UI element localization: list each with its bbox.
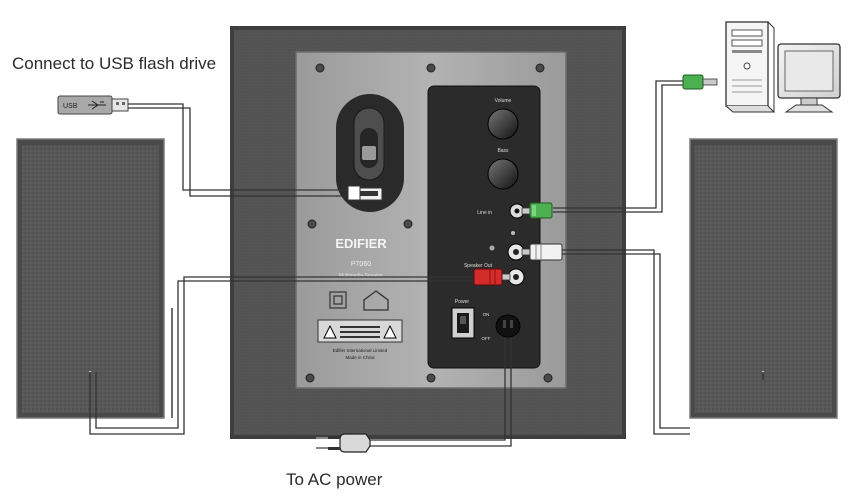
usb-symbol-icon [88,100,106,110]
screw [307,219,317,229]
bass-knob[interactable] [487,158,519,190]
panel-subtitle: Multimedia Speaker [339,273,384,279]
on-label: ON [483,312,490,317]
line-in-cable [553,80,683,209]
screw [426,373,436,383]
screw [535,63,545,73]
ac-inlet[interactable] [495,314,521,338]
indoor-use-icon [363,290,389,311]
usb-plug [347,185,361,201]
cables [89,80,690,447]
manufacturer-text: Edifier International Limited [333,348,388,353]
double-insulation-icon [329,291,347,309]
left-speaker [16,138,165,419]
pc-line-out-plug [682,74,718,90]
screw [426,63,436,73]
usb-cable [128,103,352,191]
screw [403,219,413,229]
speaker-out-label: Speaker Out [464,263,493,269]
usb-caption: Connect to USB flash drive [12,54,217,73]
speaker-out-left-plug [521,243,563,261]
right-speaker [689,138,838,419]
screw [543,373,553,383]
off-label: OFF [482,336,491,341]
ground-screw [489,245,495,251]
control-panel: Volume Bass Line in Speaker Out Power ON… [427,85,541,369]
bass-label: Bass [497,148,509,154]
monitor-icon [777,43,841,113]
usb-plug-text: USB [63,103,78,110]
screw [315,63,325,73]
usb-flash-drive-icon: USB [57,95,129,115]
made-in-text: Made in China [345,355,375,360]
brand-label: EDIFIER [335,236,387,251]
ac-power-caption: To AC power [286,470,383,489]
screw [305,373,315,383]
caution-triangle-icon [323,324,337,339]
line-in-plug [521,202,553,219]
model-label: P7060 [351,261,371,268]
volume-knob[interactable] [487,108,519,140]
usb-port-housing [336,94,404,212]
ac-plug-icon [316,433,371,453]
ac-cable [370,338,506,441]
left-speaker-cable [89,276,475,435]
computer-tower-icon [725,21,776,113]
power-label: Power [455,299,470,305]
subwoofer: EDIFIER P7060 Multimedia Speaker Edifier… [230,26,626,439]
line-in-label: Line in [477,210,492,216]
power-led [511,231,515,235]
volume-label: Volume [495,98,512,104]
speaker-out-right-plug [473,268,511,286]
right-speaker-cable [562,249,690,435]
warning-label: Edifier International Limited Made in Ch… [317,319,403,360]
caution-triangle-icon [383,324,397,339]
